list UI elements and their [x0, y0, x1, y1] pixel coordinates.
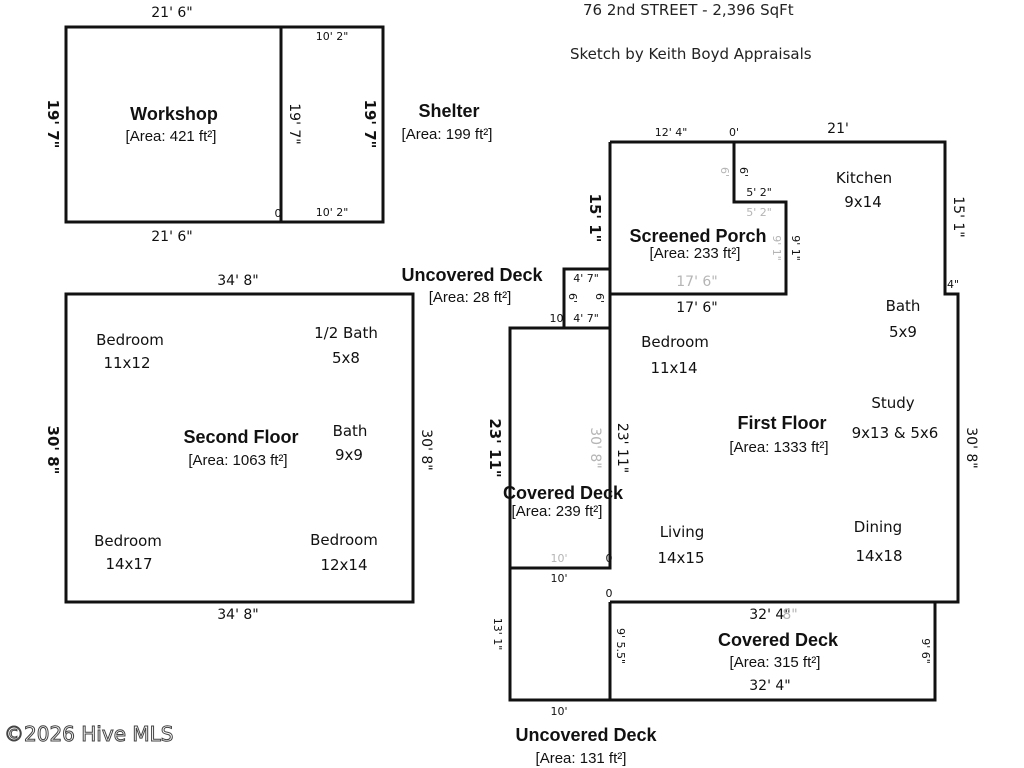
- first-floor-block: [508, 140, 960, 702]
- shelter-area: [Area: 199 ft²]: [402, 126, 493, 143]
- first-floor-notch-ghost-52-dimension: 5' 2": [746, 206, 772, 219]
- first-floor-notch-ghost-6-dimension: 6': [718, 167, 731, 177]
- second-floor-bedroom-a-label: Bedroom: [96, 331, 164, 349]
- covered-deck-bottom-bottom-dimension: 32' 4": [749, 678, 790, 694]
- first-floor-bedroom-size: 11x14: [650, 359, 697, 377]
- second-floor-area: [Area: 1063 ft²]: [188, 452, 287, 469]
- living-label: Living: [660, 523, 705, 541]
- second-floor-bedroom-b-label: Bedroom: [94, 532, 162, 550]
- second-floor-bedroom-b-size: 14x17: [105, 555, 152, 573]
- copyright-watermark: ©2026 Hive MLS: [4, 722, 173, 746]
- shelter-top-dimension: 10' 2": [316, 30, 349, 43]
- first-floor-right-top-dimension: 15' 1": [950, 196, 966, 237]
- uncovered-deck-top-area: [Area: 28 ft²]: [429, 289, 512, 306]
- screened-porch-title: Screened Porch: [629, 226, 766, 246]
- study-label: Study: [871, 394, 914, 412]
- covered-deck-left-inner-dimension: 23' 11": [614, 423, 630, 473]
- second-floor-right-dimension: 30' 8": [418, 429, 434, 470]
- workshop-top-dimension: 21' 6": [151, 5, 192, 21]
- workshop-inner-dimension: 19' 7": [286, 103, 302, 144]
- shelter-bottom-dimension: 10' 2": [316, 206, 349, 219]
- first-floor-top-zero-dimension: 0': [729, 126, 739, 139]
- first-floor-top-right-dimension: 21': [827, 121, 849, 137]
- covered-deck-bottom-top-ghost-dimension: 8": [782, 607, 797, 623]
- workshop-bottom-dimension: 21' 6": [151, 229, 192, 245]
- first-floor-right-main-dimension: 30' 8": [963, 427, 979, 468]
- header-credit: Sketch by Keith Boyd Appraisals: [570, 45, 812, 63]
- living-size: 14x15: [657, 549, 704, 567]
- covered-deck-left-ghost-dimension: 30' 8": [587, 427, 603, 468]
- second-floor-half-bath-label: 1/2 Bath: [314, 324, 378, 342]
- uncovered-deck-bottom-area: [Area: 131 ft²]: [536, 750, 627, 767]
- uncovered-deck-bottom-bottom-dimension: 10': [550, 705, 567, 718]
- screened-porch-right-ghost-dimension: 9' 1": [770, 235, 783, 261]
- covered-deck-left-title: Covered Deck: [503, 483, 624, 503]
- covered-deck-left-10-dimension: 10': [550, 572, 567, 585]
- screened-porch-area: [Area: 233 ft²]: [650, 245, 741, 262]
- second-floor-top-dimension: 34' 8": [217, 273, 258, 289]
- first-floor-right-4-dimension: 4": [947, 278, 959, 291]
- kitchen-size: 9x14: [844, 193, 882, 211]
- workshop-shelter-block: [64, 25, 385, 224]
- covered-deck-bottom-walls: [610, 602, 937, 702]
- uncovered-deck-top-bottom-dimension: 4' 7": [573, 312, 599, 325]
- uncovered-deck-bottom-left-dimension: 13' 1": [491, 618, 504, 651]
- second-floor-bedroom-c-size: 12x14: [320, 556, 367, 574]
- first-floor-outline: [610, 140, 960, 604]
- workshop-walls: [64, 25, 283, 224]
- second-floor-bedroom-c-label: Bedroom: [310, 531, 378, 549]
- workshop-left-dimension: 19' 7": [44, 100, 62, 149]
- shelter-walls: [279, 25, 385, 224]
- covered-deck-bottom-title: Covered Deck: [718, 630, 839, 650]
- covered-deck-left-10-ghost-dimension: 10': [550, 552, 567, 565]
- first-floor-bedroom-label: Bedroom: [641, 333, 709, 351]
- screened-porch-left-dimension: 15' 1": [586, 194, 604, 243]
- header-address: 76 2nd STREET - 2,396 SqFt: [583, 1, 794, 19]
- second-floor-bath-size: 9x9: [335, 446, 363, 464]
- first-floor-notch-52-dimension: 5' 2": [746, 186, 772, 199]
- uncovered-deck-top-10-dimension: 10': [549, 312, 566, 325]
- covered-deck-bottom-left-dimension: 9' 5.5": [614, 628, 627, 664]
- second-floor-walls: [64, 292, 415, 604]
- second-floor-bath-label: Bath: [333, 422, 368, 440]
- covered-deck-left-zero-mark: 0: [606, 552, 613, 565]
- covered-deck-bottom-zero-mark: 0: [606, 587, 613, 600]
- second-floor-half-bath-size: 5x8: [332, 349, 360, 367]
- screened-porch-bottom-ghost-dimension: 17' 6": [676, 274, 717, 290]
- second-floor-bottom-dimension: 34' 8": [217, 607, 258, 623]
- second-floor-bedroom-a-size: 11x12: [103, 354, 150, 372]
- uncovered-deck-top-left-dimension: 6': [566, 293, 579, 303]
- uncovered-deck-top-right-dimension: 6': [593, 293, 606, 303]
- shelter-right-dimension: 19' 7": [361, 100, 379, 149]
- screened-porch-right-dimension: 9' 1": [789, 235, 802, 261]
- study-size: 9x13 & 5x6: [852, 424, 939, 442]
- uncovered-deck-bottom-walls: [508, 568, 612, 702]
- first-floor-notch-6-dimension: 6': [737, 167, 750, 177]
- kitchen-label: Kitchen: [836, 169, 892, 187]
- covered-deck-left-walls: [508, 326, 612, 570]
- first-floor-bath-size: 5x9: [889, 323, 917, 341]
- covered-deck-bottom-right-dimension: 9' 6": [919, 638, 932, 664]
- uncovered-deck-top-top-dimension: 4' 7": [573, 272, 599, 285]
- covered-deck-left-area: [Area: 239 ft²]: [512, 503, 603, 520]
- covered-deck-bottom-top-dimension: 32' 4": [749, 607, 790, 623]
- workshop-area: [Area: 421 ft²]: [126, 128, 217, 145]
- workshop-zero-mark: 0: [275, 207, 282, 220]
- first-floor-area: [Area: 1333 ft²]: [729, 439, 828, 456]
- screened-porch-bottom-dimension: 17' 6": [676, 300, 717, 316]
- first-floor-title: First Floor: [738, 413, 827, 433]
- dining-size: 14x18: [855, 547, 902, 565]
- shelter-title: Shelter: [418, 101, 479, 121]
- uncovered-deck-bottom-title: Uncovered Deck: [515, 725, 657, 745]
- covered-deck-left-outer-dimension: 23' 11": [486, 418, 504, 477]
- covered-deck-bottom-area: [Area: 315 ft²]: [730, 654, 821, 671]
- uncovered-deck-top-title: Uncovered Deck: [401, 265, 543, 285]
- first-floor-top-left-dimension: 12' 4": [655, 126, 688, 139]
- dining-label: Dining: [854, 518, 902, 536]
- second-floor-title: Second Floor: [183, 427, 298, 447]
- workshop-title: Workshop: [130, 104, 218, 124]
- first-floor-bath-label: Bath: [886, 297, 921, 315]
- second-floor-left-dimension: 30' 8": [44, 426, 62, 475]
